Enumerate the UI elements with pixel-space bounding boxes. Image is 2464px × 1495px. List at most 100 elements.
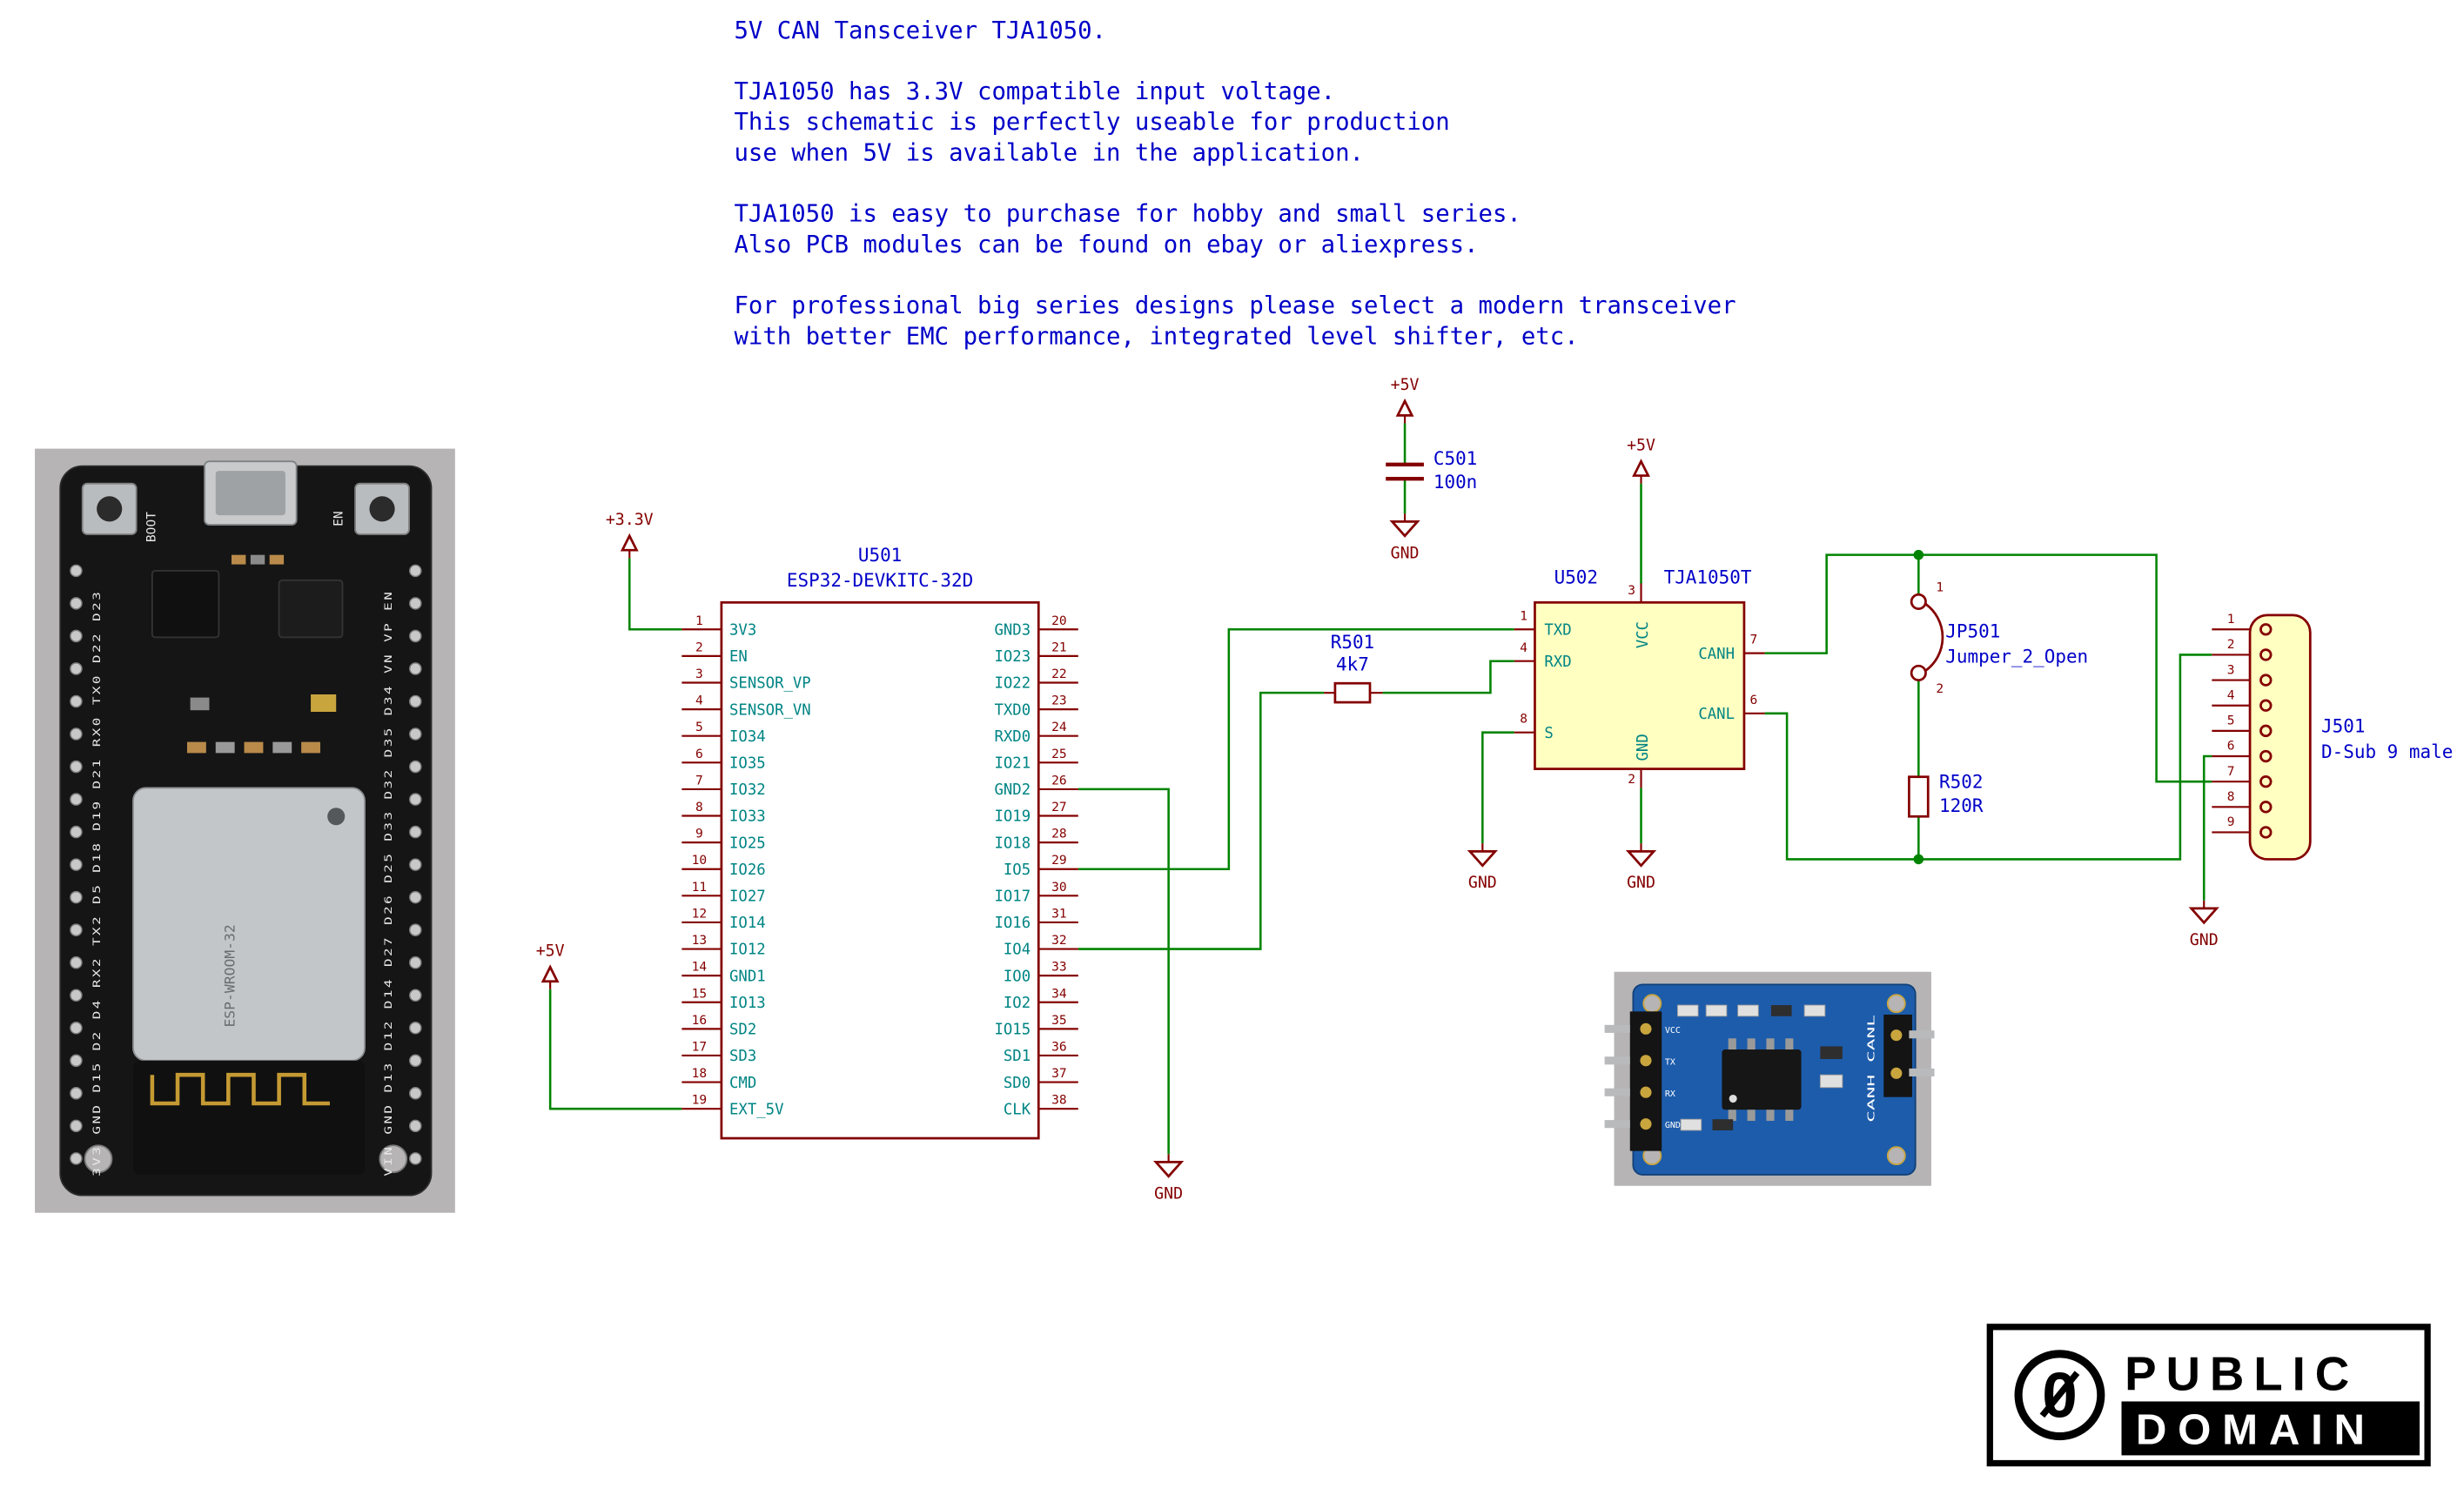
solder-pad — [70, 955, 83, 969]
silk-label: GND — [1665, 1121, 1681, 1130]
pin-name: IO21 — [994, 755, 1031, 773]
u501-pins: 13V32EN3SENSOR_VP4SENSOR_VN5IO346IO357IO… — [681, 613, 1078, 1118]
pin-name: TXD — [1544, 622, 1571, 640]
en-button-label: EN — [331, 511, 346, 526]
power-label: +5V — [1627, 436, 1655, 454]
pin-number: 35 — [1051, 1013, 1067, 1028]
reference: JP501 — [1945, 620, 2000, 641]
note-line: 5V CAN Tansceiver TJA1050. — [734, 17, 1106, 44]
smd-component — [301, 741, 320, 754]
pin-name: S — [1544, 725, 1553, 742]
mounting-hole — [1886, 1146, 1906, 1166]
reference: U502 — [1554, 566, 1598, 587]
chip-leg — [1747, 1110, 1756, 1122]
header-pad — [1640, 1022, 1652, 1035]
antenna-area — [133, 1060, 366, 1175]
solder-pad — [70, 923, 83, 936]
boot-button-label: BOOT — [144, 512, 159, 542]
wires — [548, 423, 2212, 1155]
smd-component — [231, 554, 246, 565]
right-edge-silk: VIN GND D13 D12 D14 D27 D26 D25 D33 D32 … — [382, 590, 394, 1177]
smd-component — [1819, 1074, 1843, 1089]
pin-name: IO4 — [1004, 942, 1031, 959]
wire-canl — [1764, 654, 2212, 861]
domain-label: DOMAIN — [2136, 1406, 2376, 1454]
pin-number: 31 — [1051, 906, 1067, 921]
pin-number: 6 — [695, 747, 703, 761]
pin-number: 24 — [1051, 720, 1067, 734]
wire-3v3 — [628, 558, 682, 631]
esp-module-label: ESP-WROOM-32 — [222, 924, 238, 1027]
regulator-chip — [278, 579, 344, 639]
gnd-label: GND — [1391, 544, 1420, 562]
pin-name: VCC — [1635, 621, 1652, 648]
pin-number: 26 — [1051, 773, 1067, 788]
esp32-devkit-photo: BOOT EN ESP-WROOM-32 3V3 GND D15 D2 D4 R… — [35, 448, 455, 1213]
bus-silk-label: CANH CANL — [1865, 1014, 1877, 1123]
pin-number: 4 — [695, 694, 703, 708]
pin-number: 9 — [695, 827, 703, 841]
solder-pad — [409, 629, 422, 643]
pin-number: 23 — [1051, 694, 1067, 708]
pin-number: 6 — [1749, 693, 1757, 707]
antenna-meander — [150, 1072, 330, 1106]
value: ESP32-DEVKITC-32D — [787, 570, 973, 591]
notes-text: 5V CAN Tansceiver TJA1050. TJA1050 has 3.… — [734, 17, 1736, 351]
power-5v-symbol: +5V — [536, 942, 565, 989]
silk-label: TX — [1665, 1057, 1675, 1067]
gnd-label: GND — [1627, 874, 1655, 892]
smd-component — [1770, 1005, 1792, 1016]
symbol-body — [1534, 600, 1746, 770]
wire-5v-ext — [548, 989, 682, 1110]
solder-pad — [70, 1021, 83, 1035]
solder-pad — [409, 1087, 422, 1100]
pin-number: 7 — [2227, 764, 2235, 779]
junction-dot — [1913, 549, 1924, 560]
solder-pad — [409, 597, 422, 610]
u501-esp32-symbol: U501 ESP32-DEVKITC-32D 13V32EN3SENSOR_VP… — [681, 545, 1078, 1140]
wire-io4-r501 — [1078, 691, 1325, 950]
header-pin — [1909, 1068, 1935, 1077]
pin-name: IO5 — [1004, 861, 1031, 879]
solder-pad — [409, 727, 422, 741]
gnd-symbol: GND — [2188, 900, 2219, 949]
solder-pad — [409, 694, 422, 708]
solder-pad — [409, 1152, 422, 1165]
header-pad — [1640, 1118, 1652, 1130]
pin-number: 38 — [1051, 1093, 1067, 1108]
solder-pad — [409, 989, 422, 1002]
pin-name: EN — [729, 648, 748, 666]
wire-canh — [1764, 553, 2212, 783]
pin-number: 2 — [1936, 681, 1944, 696]
silk-label: RX — [1665, 1089, 1675, 1099]
header-pin — [1604, 1088, 1630, 1096]
chip-leg — [1766, 1038, 1775, 1050]
note-line: TJA1050 has 3.3V compatible input voltag… — [734, 78, 1335, 105]
value: D-Sub 9 male — [2321, 741, 2453, 762]
pin-name: IO34 — [729, 728, 766, 746]
r501-resistor: R501 4k7 — [1324, 632, 1383, 704]
chip-leg — [1747, 1038, 1756, 1050]
connector-pin-circle — [2259, 724, 2273, 738]
solder-pad — [409, 760, 422, 774]
pin-name: RXD0 — [994, 728, 1031, 746]
solder-pad — [70, 629, 83, 643]
solder-pad — [409, 858, 422, 871]
pin-name: EXT_5V — [729, 1101, 783, 1118]
solder-pad — [70, 1119, 83, 1133]
pin-name: SD1 — [1004, 1048, 1031, 1065]
power-label: +5V — [536, 942, 565, 961]
pin-number: 2 — [2227, 637, 2235, 652]
pin-number: 5 — [695, 720, 703, 734]
en-button-cap — [369, 496, 395, 522]
solder-pad — [70, 825, 83, 839]
solder-pad — [70, 1087, 83, 1100]
pin-number: 29 — [1051, 853, 1067, 868]
solder-pad — [70, 597, 83, 610]
power-label: +5V — [1391, 376, 1420, 394]
pin-number: 20 — [1051, 613, 1067, 628]
pin-name: GND2 — [994, 781, 1031, 799]
connector-pin-circle — [2259, 623, 2273, 636]
u502-tja1050-symbol: U502 TJA1050T 1 4 8 3 2 7 6 TXD RXD S VC… — [1514, 566, 1765, 788]
usb-uart-chip — [151, 569, 220, 639]
